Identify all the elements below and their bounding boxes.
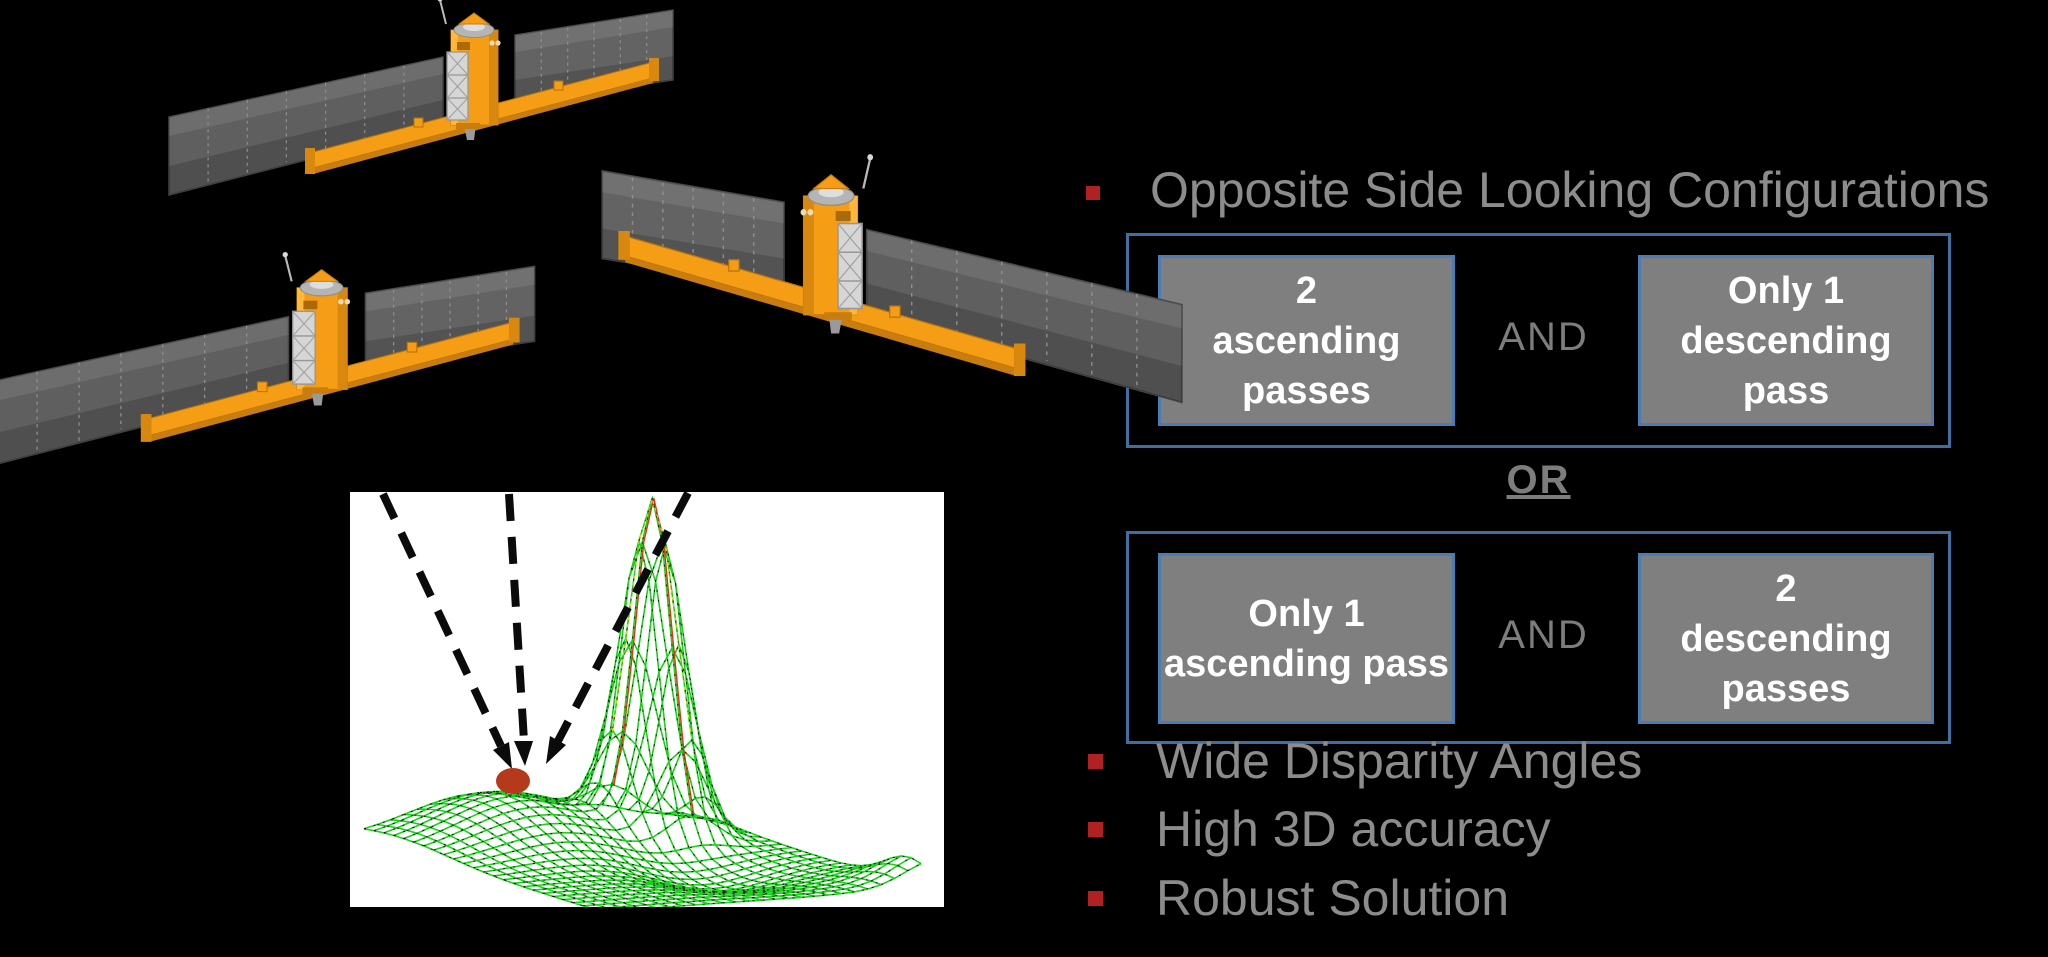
pass-box-line: Only 1 bbox=[1727, 269, 1845, 312]
arrowhead-icon bbox=[514, 741, 533, 766]
and-connector-2: AND bbox=[1498, 613, 1589, 657]
pass-box-2-descending: 2 descending passes bbox=[1638, 553, 1934, 724]
config-group-2: Only 1 ascending pass AND 2 descending p… bbox=[1126, 531, 1951, 744]
satellite-2 bbox=[0, 250, 536, 466]
arrowhead-icon bbox=[493, 742, 512, 769]
bullet-item-wide-disparity: Wide Disparity Angles bbox=[1086, 733, 2026, 789]
arrowheads bbox=[493, 736, 566, 769]
pass-box-line: 2 bbox=[1775, 567, 1797, 610]
pass-box-line: passes bbox=[1242, 369, 1371, 412]
bullet-item-high-accuracy: High 3D accuracy bbox=[1086, 801, 2026, 857]
bullet-item-robust-solution: Robust Solution bbox=[1086, 870, 2026, 926]
bullet-square-icon bbox=[1088, 822, 1103, 837]
beam-dashed-line bbox=[554, 492, 692, 743]
bullet-square-icon bbox=[1088, 891, 1103, 906]
pass-box-line: descending bbox=[1680, 617, 1892, 660]
scan-beam-arrows bbox=[379, 492, 692, 748]
satellite-1 bbox=[168, 0, 674, 196]
title-row: Opposite Side Looking Configurations bbox=[1086, 160, 2026, 220]
arrowhead-icon bbox=[546, 736, 566, 764]
beam-dashed-line bbox=[379, 492, 505, 748]
pass-box-1-ascending: Only 1 ascending pass bbox=[1158, 553, 1455, 724]
pass-box-2-ascending: 2 ascending passes bbox=[1158, 255, 1455, 426]
pass-box-line: Only 1 bbox=[1248, 592, 1365, 635]
bullet-label: High 3D accuracy bbox=[1156, 801, 1551, 857]
pass-box-line: 2 bbox=[1295, 269, 1318, 312]
beam-dashed-line bbox=[505, 493, 528, 742]
bullet-label: Robust Solution bbox=[1156, 870, 1510, 926]
pass-box-line: ascending bbox=[1212, 319, 1401, 362]
pass-box-line: ascending pass bbox=[1163, 642, 1450, 685]
pass-box-line: pass bbox=[1742, 369, 1830, 412]
pass-box-line: passes bbox=[1721, 667, 1851, 710]
title-bullet-square bbox=[1086, 186, 1100, 200]
page-title: Opposite Side Looking Configurations bbox=[1150, 162, 1990, 218]
wireframe-surface bbox=[363, 495, 922, 907]
bullet-square-icon bbox=[1088, 754, 1103, 769]
correlation-surface-panel bbox=[350, 492, 944, 907]
config-group-1: 2 ascending passes AND Only 1 descending… bbox=[1126, 233, 1951, 448]
pass-box-line: descending bbox=[1680, 319, 1892, 362]
and-connector-1: AND bbox=[1498, 315, 1589, 359]
bullet-label: Wide Disparity Angles bbox=[1156, 733, 1643, 789]
or-separator: OR bbox=[1506, 458, 1571, 502]
target-point-dot bbox=[496, 768, 530, 794]
panel-background bbox=[350, 492, 944, 907]
pass-box-1-descending: Only 1 descending pass bbox=[1638, 255, 1934, 426]
